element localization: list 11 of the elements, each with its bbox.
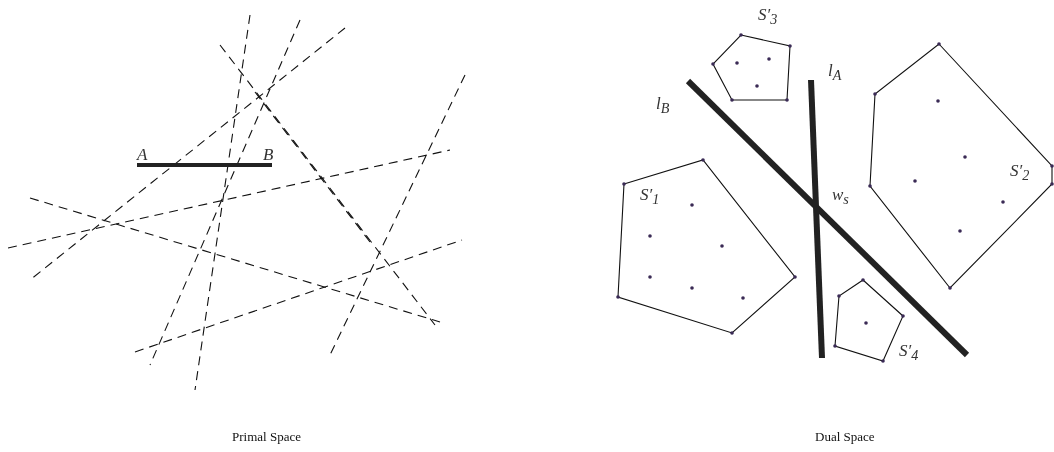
math-label: B bbox=[263, 146, 274, 163]
math-label: S′$_{4}$ bbox=[899, 342, 919, 363]
math-label: S′$_{1}$ bbox=[640, 186, 660, 207]
math-label: l$_{A}$ bbox=[828, 62, 842, 83]
math-label: S′$_{2}$ bbox=[1010, 162, 1030, 183]
caption: Dual Space bbox=[815, 430, 875, 443]
math-label: l$_{B}$ bbox=[656, 95, 670, 116]
math-label: w$_{s}$ bbox=[832, 186, 849, 207]
math-label: S′$_{3}$ bbox=[758, 6, 778, 27]
caption: Primal Space bbox=[232, 430, 301, 443]
math-label: A bbox=[137, 146, 148, 163]
